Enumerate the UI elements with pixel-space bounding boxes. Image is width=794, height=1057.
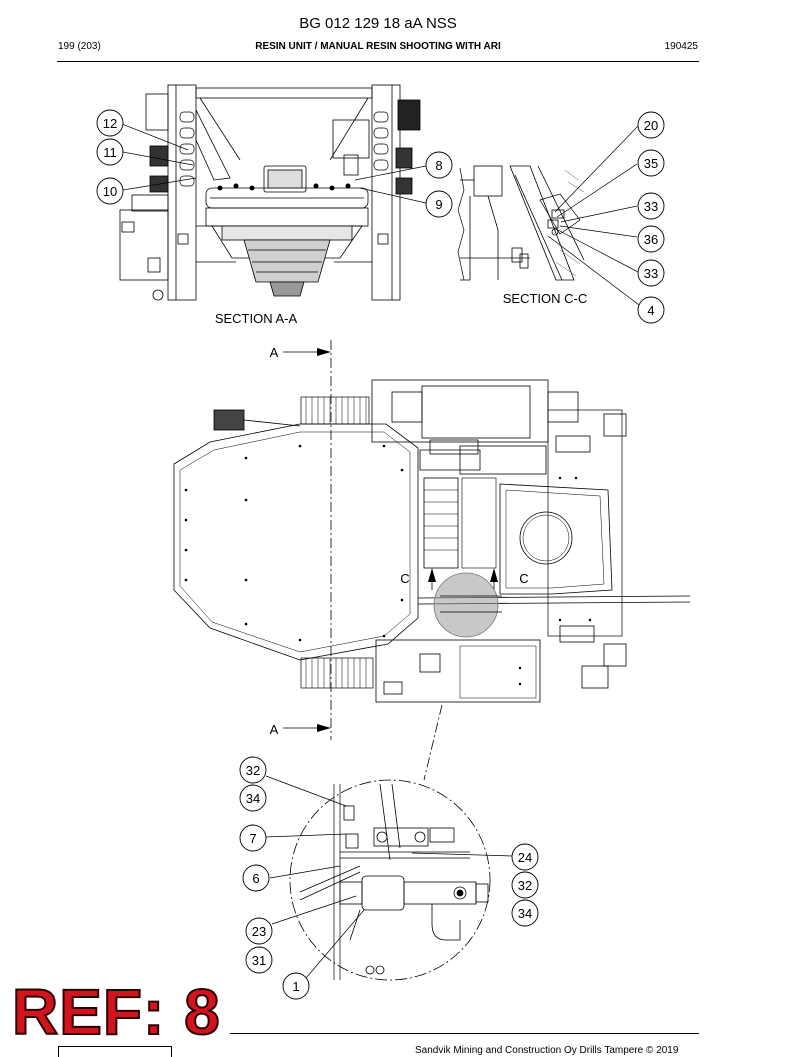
plan-view-drawing — [173, 340, 691, 781]
detail-leaders — [265, 775, 513, 979]
callout-24: 24 — [518, 850, 532, 865]
section-cc-leaders — [547, 125, 640, 306]
cut-a-bottom-label: A — [270, 722, 279, 737]
section-aa-drawing — [119, 84, 421, 301]
section-cc-drawing — [457, 165, 585, 281]
callout-12: 12 — [103, 116, 117, 131]
callout-9: 9 — [435, 197, 442, 212]
callout-numbers: 12 11 10 8 9 20 35 33 36 33 4 32 34 7 6 … — [103, 116, 658, 994]
callout-32-b: 32 — [518, 878, 532, 893]
ref-stamp: REF: 8 — [11, 976, 221, 1048]
header-rule — [57, 61, 699, 62]
callout-34-b: 34 — [518, 906, 532, 921]
callout-36: 36 — [644, 232, 658, 247]
document-subtitle: RESIN UNIT / MANUAL RESIN SHOOTING WITH … — [255, 41, 501, 52]
callout-34-a: 34 — [246, 791, 260, 806]
detail-view-drawing — [289, 779, 491, 981]
footer-rule — [230, 1033, 699, 1034]
section-cc-label: SECTION C-C — [503, 291, 588, 306]
section-aa-leaders — [121, 123, 427, 204]
callout-33-a: 33 — [644, 199, 658, 214]
callout-32-a: 32 — [246, 763, 260, 778]
callout-4: 4 — [647, 303, 654, 318]
footer-copyright: Sandvik Mining and Construction Oy Drill… — [415, 1045, 679, 1056]
page-number: 199 (203) — [58, 41, 101, 52]
callout-bubbles — [96, 109, 665, 1000]
callout-1: 1 — [292, 979, 299, 994]
cut-a-top-label: A — [270, 345, 279, 360]
callout-6: 6 — [252, 871, 259, 886]
company-logo — [58, 1046, 172, 1057]
document-title: BG 012 129 18 aA NSS — [299, 15, 457, 32]
callout-20: 20 — [644, 118, 658, 133]
cut-c-left-label: C — [400, 571, 409, 586]
callout-35: 35 — [644, 156, 658, 171]
callout-10: 10 — [103, 184, 117, 199]
callout-33-b: 33 — [644, 266, 658, 281]
callout-7: 7 — [249, 831, 256, 846]
callout-31: 31 — [252, 953, 266, 968]
callout-11: 11 — [103, 145, 117, 160]
cut-c-right-label: C — [519, 571, 528, 586]
callout-8: 8 — [435, 158, 442, 173]
document-code: 190425 — [664, 41, 698, 52]
callout-23: 23 — [252, 924, 266, 939]
section-aa-label: SECTION A-A — [215, 311, 298, 326]
